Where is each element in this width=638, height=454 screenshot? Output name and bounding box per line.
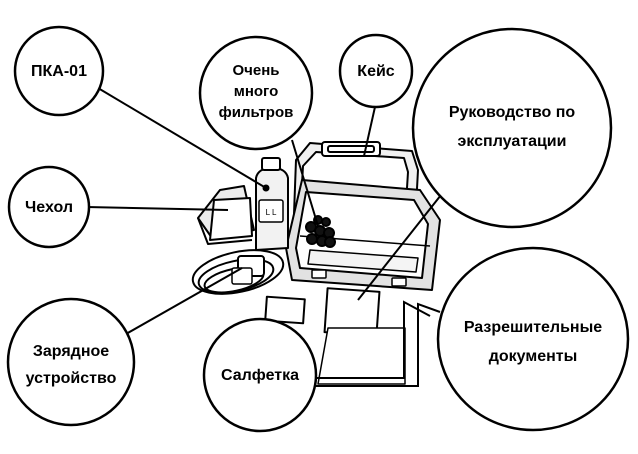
connector-filters [291, 139, 319, 227]
case-illustration [285, 141, 441, 291]
bubble-napkin [202, 317, 318, 433]
bubble-pka [13, 25, 105, 117]
label-bubbles [6, 25, 630, 433]
label-permits-line2: документы [489, 348, 578, 365]
label-manual-line1: Руководство по [449, 104, 576, 121]
permits-illustration [317, 327, 406, 385]
device-screen-text: L L [266, 208, 277, 217]
bubble-manual [411, 27, 613, 229]
label-charger-line1: Зарядное [33, 343, 109, 360]
label-charger-line2: устройство [26, 370, 117, 387]
bubble-filters [198, 35, 314, 151]
label-cover: Чехол [25, 199, 73, 216]
connector-pka [97, 87, 267, 189]
connector-cover [85, 206, 229, 211]
bubble-permits [436, 246, 630, 432]
connector-charger [125, 267, 243, 335]
label-pka: ПКА-01 [31, 63, 87, 80]
connector-lines [85, 87, 457, 387]
label-manual-line2: эксплуатации [458, 133, 567, 150]
illustration [191, 141, 441, 385]
label-filters-line2: много [234, 83, 279, 100]
label-filters-line1: Очень [233, 62, 280, 79]
bubble-cover [7, 165, 91, 249]
napkin-illustration [264, 295, 306, 325]
bubble-case [338, 33, 414, 109]
charger-illustration [191, 249, 285, 295]
label-permits-line1: Разрешительные [464, 319, 602, 336]
device-illustration [255, 157, 289, 251]
label-napkin: Салфетка [221, 367, 299, 384]
connector-permits [312, 302, 441, 387]
label-case: Кейс [357, 63, 395, 80]
bubble-charger [6, 297, 136, 427]
cover-illustration [197, 185, 255, 245]
label-filters-line3: фильтров [219, 104, 294, 121]
label-texts: ПКА-01 Очень много фильтров Кейс Руковод… [25, 62, 602, 387]
